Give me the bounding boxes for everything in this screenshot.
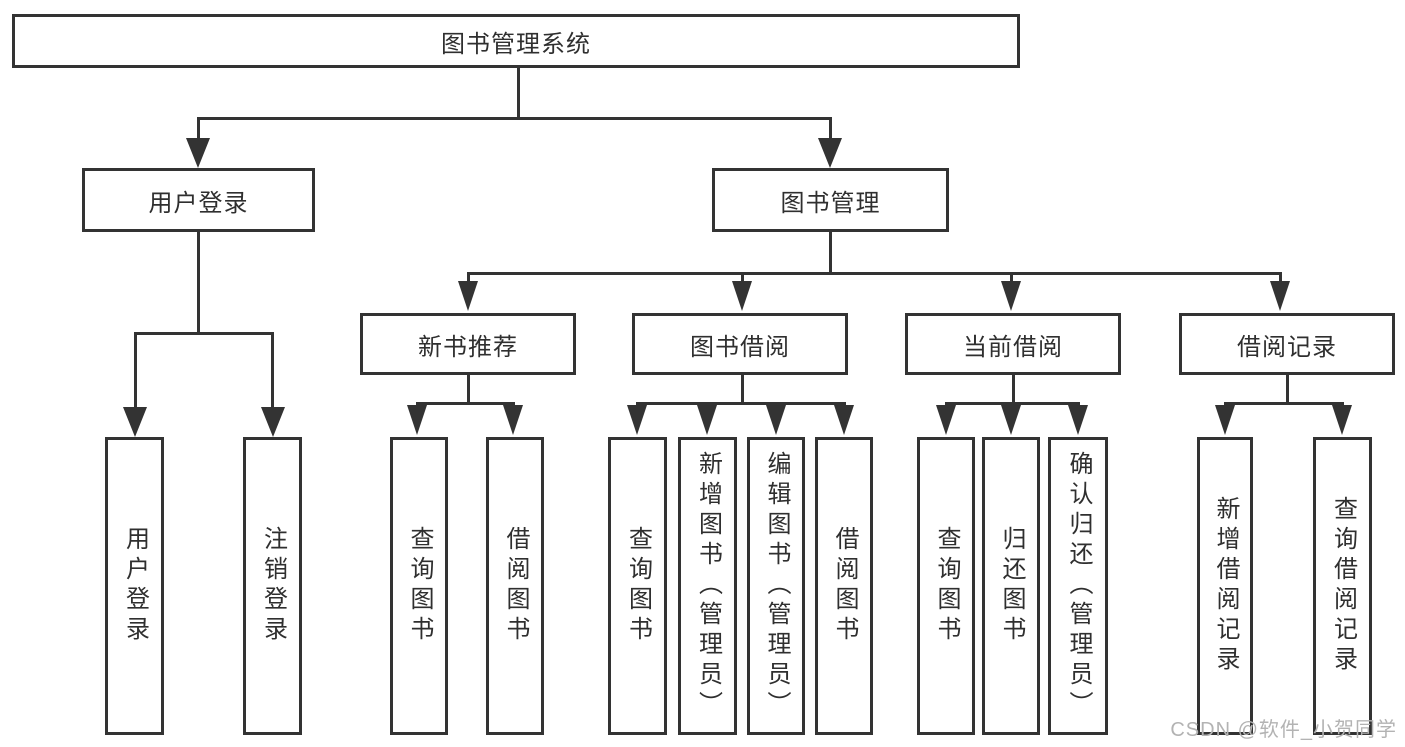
connector-userlogin-stem (196, 232, 200, 333)
arrow-down-icon (1001, 281, 1021, 311)
connector-record-stem (1285, 375, 1289, 405)
arrow-down-icon (766, 405, 786, 435)
connector-root-branch (196, 117, 832, 120)
arrow-down-icon (818, 138, 842, 168)
node-record-add-borrow-record: 新增借阅记录 (1197, 437, 1253, 735)
node-label: 查询图书 (624, 526, 652, 646)
connector-bookmgmt-drop-2 (740, 271, 744, 282)
node-label: 查询图书 (933, 526, 960, 646)
node-root: 图书管理系统 (12, 14, 1020, 68)
connector-root-left-drop (196, 117, 200, 140)
arrow-down-icon (407, 405, 427, 435)
connector-root-stem (516, 68, 520, 118)
arrow-down-icon (123, 407, 147, 437)
arrow-down-icon (936, 405, 956, 435)
node-user-login-action: 用户登录 (105, 437, 164, 735)
node-label: 查询借阅记录 (1329, 496, 1357, 676)
arrow-down-icon (1001, 405, 1021, 435)
arrow-down-icon (1270, 281, 1290, 311)
node-user-login: 用户登录 (82, 168, 315, 232)
node-label: 注销登录 (259, 526, 287, 646)
connector-bookmgmt-drop-1 (466, 271, 470, 282)
node-label: 新书推荐 (418, 333, 518, 361)
node-label: 借阅图书 (831, 526, 858, 646)
connector-bookmgmt-drop-3 (1009, 271, 1013, 282)
connector-bookmgmt-drop-4 (1278, 271, 1282, 282)
node-book-borrow: 图书借阅 (632, 313, 848, 375)
arrow-down-icon (1332, 405, 1352, 435)
node-book-management: 图书管理 (712, 168, 949, 232)
arrow-down-icon (732, 281, 752, 311)
arrow-down-icon (458, 281, 478, 311)
node-new-book-recommend: 新书推荐 (360, 313, 576, 375)
node-recommend-query-books: 查询图书 (390, 437, 448, 735)
node-label: 图书管理 (780, 189, 881, 217)
watermark: CSDN @软件_小贺同学 (1170, 719, 1397, 741)
node-label: 图书管理系统 (441, 30, 591, 58)
arrow-down-icon (1068, 405, 1088, 435)
arrow-down-icon (627, 405, 647, 435)
connector-bookmgmt-branch (466, 271, 1282, 275)
node-label: 确认归还（管理员） (1065, 451, 1092, 721)
connector-userlogin-drop-1 (133, 332, 137, 408)
connector-root-right-drop (828, 117, 832, 140)
node-record-query-borrow-record: 查询借阅记录 (1313, 437, 1372, 735)
arrow-down-icon (503, 405, 523, 435)
node-current-borrow: 当前借阅 (905, 313, 1121, 375)
node-logout-action: 注销登录 (243, 437, 302, 735)
connector-bookmgmt-stem (828, 232, 832, 273)
connector-recommend-branch (415, 402, 515, 405)
node-current-return-books: 归还图书 (982, 437, 1040, 735)
node-label: 归还图书 (998, 526, 1025, 646)
node-label: 查询图书 (406, 526, 433, 646)
connector-record-branch (1223, 402, 1344, 405)
connector-userlogin-branch (133, 332, 274, 335)
node-borrow-record: 借阅记录 (1179, 313, 1395, 375)
node-borrow-edit-books-admin: 编辑图书（管理员） (747, 437, 805, 735)
node-current-query-books: 查询图书 (917, 437, 975, 735)
arrow-down-icon (186, 138, 210, 168)
node-label: 当前借阅 (963, 333, 1063, 361)
node-borrow-query-books: 查询图书 (608, 437, 667, 735)
arrow-down-icon (260, 407, 285, 437)
node-label: 用户登录 (121, 526, 149, 646)
node-label: 借阅图书 (502, 526, 529, 646)
node-recommend-borrow-books: 借阅图书 (486, 437, 544, 735)
arrow-down-icon (697, 405, 717, 435)
connector-borrow-stem (740, 375, 744, 405)
node-label: 图书借阅 (690, 333, 790, 361)
node-label: 新增借阅记录 (1212, 496, 1239, 676)
node-borrow-add-books-admin: 新增图书（管理员） (678, 437, 737, 735)
node-borrow-borrow-books: 借阅图书 (815, 437, 873, 735)
node-label: 用户登录 (148, 189, 249, 217)
connector-userlogin-drop-2 (271, 332, 274, 408)
node-current-confirm-return-admin: 确认归还（管理员） (1048, 437, 1108, 735)
connector-current-stem (1011, 375, 1015, 405)
node-label: 借阅记录 (1237, 333, 1337, 361)
node-label: 新增图书（管理员） (694, 451, 722, 721)
arrow-down-icon (834, 405, 854, 435)
arrow-down-icon (1215, 405, 1235, 435)
connector-borrow-branch (635, 402, 846, 405)
connector-recommend-stem (466, 375, 470, 405)
node-label: 编辑图书（管理员） (763, 451, 790, 721)
